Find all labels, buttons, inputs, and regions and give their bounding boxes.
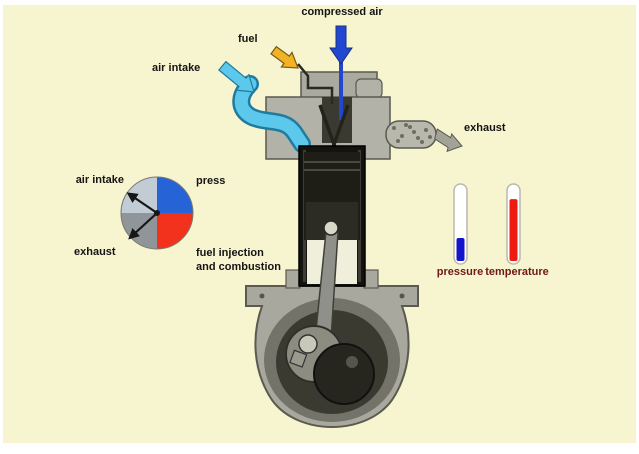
wheel-label-air-intake: air intake [75, 174, 124, 186]
label-compressed-air: compressed air [301, 6, 383, 18]
wheel-label-fuel-injection-line2: and combustion [196, 261, 281, 273]
gauges [453, 183, 521, 265]
wheel-label-exhaust: exhaust [74, 246, 116, 258]
cycle-wheel [120, 176, 194, 250]
label-pressure-gauge: pressure [436, 266, 484, 278]
exhaust-muffler [385, 120, 437, 149]
air-intake-arrow [218, 60, 255, 93]
wheel-slice-fuel [157, 213, 193, 249]
fuel-arrow [270, 45, 299, 69]
label-exhaust: exhaust [464, 122, 506, 134]
fuel-pipe [297, 63, 334, 104]
temperature-fill [509, 199, 518, 261]
piston-pin [323, 220, 339, 236]
wheel-label-fuel-injection-line1: fuel injection [196, 247, 264, 259]
wheel-needle [126, 192, 158, 214]
label-temperature-gauge: temperature [485, 266, 549, 278]
pressure-fill [456, 237, 465, 261]
air-intake-duct [232, 75, 311, 153]
label-fuel: fuel [238, 33, 258, 45]
wheel-needle-tail [128, 212, 158, 240]
wheel-label-press: press [196, 175, 226, 187]
wheel-slice-press [157, 177, 193, 213]
compressed-air-arrow [329, 25, 353, 65]
crankshaft [285, 325, 375, 405]
exhaust-arrow [434, 128, 463, 153]
wheel-slice-air-intake [121, 177, 157, 213]
label-air-intake: air intake [152, 62, 201, 74]
